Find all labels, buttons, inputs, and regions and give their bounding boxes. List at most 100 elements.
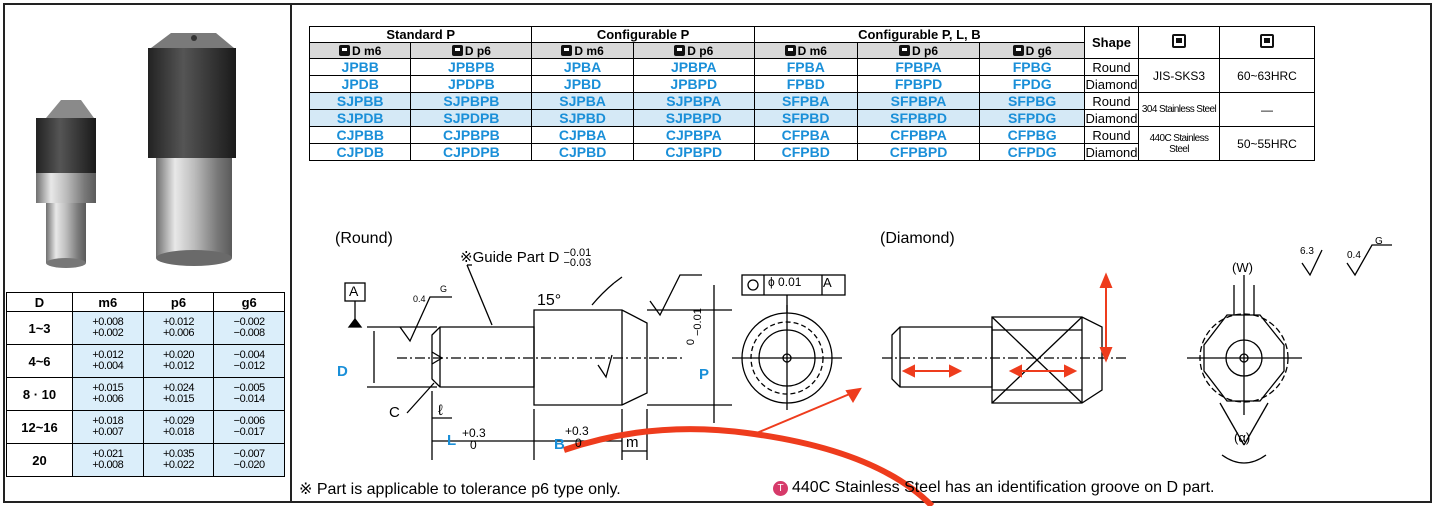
part-code[interactable]: SJPDPB — [410, 109, 533, 127]
small-pin-image — [36, 100, 96, 268]
part-code[interactable]: CFPBG — [979, 126, 1085, 144]
tol-g6-cell: −0.004−0.012 — [213, 344, 285, 378]
sub-header-6: D g6 — [979, 42, 1085, 59]
diamond-label: (Diamond) — [880, 230, 955, 247]
part-code[interactable]: SJPBA — [531, 92, 634, 110]
tol-m6-cell: +0.012+0.004 — [72, 344, 144, 378]
part-code[interactable]: JPBA — [531, 58, 634, 76]
tol-p6-cell: +0.012+0.006 — [142, 311, 215, 345]
part-code[interactable]: FPBA — [753, 58, 858, 76]
tol-g6-cell: −0.002−0.008 — [213, 311, 285, 345]
technical-drawing — [344, 244, 1392, 506]
part-code[interactable]: SJPBPD — [632, 109, 755, 127]
part-code[interactable]: SFPBA — [753, 92, 858, 110]
dimension-icon — [899, 44, 911, 56]
part-code[interactable]: JPBD — [531, 75, 634, 93]
part-code[interactable]: CFPBPA — [856, 126, 981, 144]
material-icon — [1172, 34, 1186, 48]
table-row: 12~16+0.018+0.007+0.029+0.018−0.006−0.01… — [6, 410, 285, 444]
sub-header-text: D p6 — [464, 43, 491, 58]
red-circle-mark — [563, 426, 935, 506]
tol-value: +0.029 — [163, 415, 194, 427]
tol-value: +0.012 — [92, 349, 124, 361]
part-code[interactable]: CJPDPB — [410, 143, 533, 161]
part-code[interactable]: JPDPB — [410, 75, 533, 93]
part-code[interactable]: CFPBD — [753, 143, 858, 161]
part-code[interactable]: CJPBB — [308, 126, 412, 144]
p-tol-top: 0 — [685, 338, 698, 346]
part-code[interactable]: FPDG — [979, 75, 1085, 93]
part-code[interactable]: CJPBD — [531, 143, 634, 161]
tol-value: +0.004 — [92, 360, 124, 372]
tolerance-table: D m6 p6 g6 1~3+0.008+0.002+0.012+0.006−0… — [6, 292, 285, 477]
part-code[interactable]: SJPDB — [308, 109, 412, 127]
roughness-63-label: 6.3 — [1300, 246, 1314, 257]
tol-value: +0.008 — [92, 316, 124, 328]
part-code[interactable]: SJPBB — [308, 92, 412, 110]
red-annotations — [563, 272, 1113, 506]
tol-m6-cell: +0.015+0.006 — [72, 377, 144, 411]
part-code[interactable]: CJPBPD — [632, 143, 755, 161]
part-code[interactable]: SFPBG — [979, 92, 1085, 110]
part-code[interactable]: FPBPD — [856, 75, 981, 93]
dim-alpha-label: (α) — [1234, 430, 1251, 445]
hardness-cell: — — [1219, 92, 1315, 127]
part-code[interactable]: SFPBD — [753, 109, 858, 127]
panel-divider — [290, 3, 292, 503]
part-code[interactable]: CFPBA — [753, 126, 858, 144]
part-code[interactable]: SJPBD — [531, 109, 634, 127]
part-code[interactable]: FPBPA — [856, 58, 981, 76]
part-code[interactable]: CJPDB — [308, 143, 412, 161]
sub-header-5: D p6 — [856, 42, 981, 59]
part-code[interactable]: FPBD — [753, 75, 858, 93]
material-cell: 304 Stainless Steel — [1138, 92, 1220, 127]
shape-cell: Round — [1084, 92, 1139, 110]
header-shape: Shape — [1084, 26, 1139, 59]
sub-header-4: D m6 — [753, 42, 858, 59]
dim-l-label: L — [447, 432, 457, 449]
tol-m6-cell: +0.008+0.002 — [72, 311, 144, 345]
tol-d-cell: 20 — [6, 443, 73, 477]
part-code[interactable]: SFPDG — [979, 109, 1085, 127]
tol-value: +0.015 — [163, 393, 194, 405]
part-code[interactable]: JPBPB — [410, 58, 533, 76]
hardness-cell: 50~55HRC — [1219, 126, 1315, 161]
dimension-icon — [339, 44, 351, 56]
part-code[interactable]: CFPDG — [979, 143, 1085, 161]
part-code[interactable]: SFPBPA — [856, 92, 981, 110]
tol-value: −0.006 — [233, 415, 265, 427]
part-code[interactable]: CJPBPB — [410, 126, 533, 144]
part-code[interactable]: FPBG — [979, 58, 1085, 76]
tol-m6-cell: +0.018+0.007 — [72, 410, 144, 444]
part-code[interactable]: JPBB — [308, 58, 412, 76]
part-code[interactable]: CJPBPA — [632, 126, 755, 144]
part-code[interactable]: SJPBPA — [632, 92, 755, 110]
dim-b-label: B — [554, 436, 565, 453]
part-code[interactable]: CJPBA — [531, 126, 634, 144]
tol-p6-cell: +0.035+0.022 — [142, 443, 215, 477]
hardness-cell: 60~63HRC — [1219, 58, 1315, 93]
l-tol: +0.3 — [462, 426, 486, 440]
diamond-pin-end-view — [1187, 275, 1302, 464]
product-photo — [36, 33, 236, 268]
part-code[interactable]: JPDB — [308, 75, 412, 93]
diamond-pin-side-view — [882, 316, 1127, 404]
part-code[interactable]: JPBPD — [632, 75, 755, 93]
tol-value: +0.015 — [92, 382, 124, 394]
part-code[interactable]: SFPBPD — [856, 109, 981, 127]
part-code[interactable]: JPBPA — [632, 58, 755, 76]
b-tol-zero: 0 — [575, 436, 582, 450]
dim-l-small-label: ℓ — [438, 402, 443, 419]
tol-header-p6: p6 — [142, 292, 215, 312]
material-cell: 440C Stainless Steel — [1138, 126, 1220, 161]
roughness-legend — [1301, 244, 1392, 277]
header-configurable-p: Configurable P — [531, 26, 755, 43]
part-code[interactable]: CFPBPD — [856, 143, 981, 161]
tol-d-cell: 4~6 — [6, 344, 73, 378]
l-tol-zero: 0 — [470, 438, 477, 452]
material-cell: JIS-SKS3 — [1138, 58, 1220, 93]
part-code[interactable]: SJPBPB — [410, 92, 533, 110]
sub-header-3: D p6 — [632, 42, 755, 59]
